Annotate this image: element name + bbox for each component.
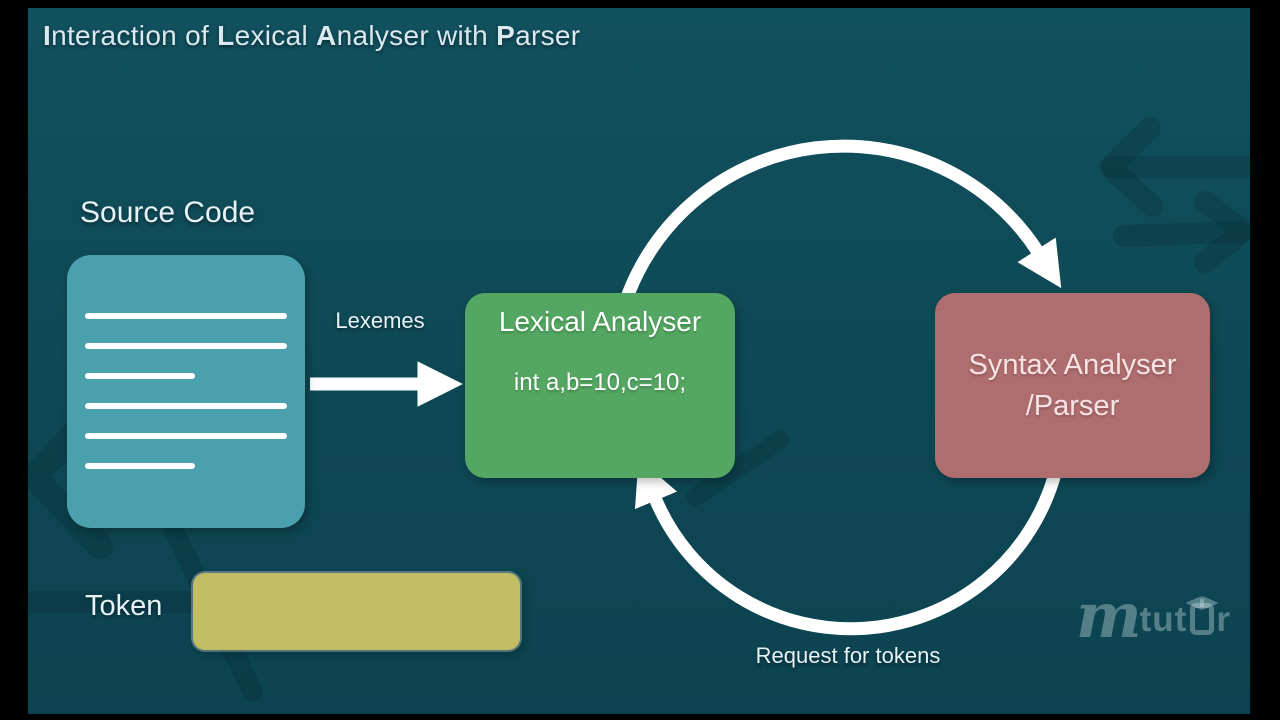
title-segment: nalyser with <box>336 20 497 51</box>
source-text-line <box>85 373 195 379</box>
source-code-label: Source Code <box>80 196 256 229</box>
title-segment: arser <box>515 20 581 51</box>
title-segment: P <box>496 20 516 51</box>
lexical-analyser-title: Lexical Analyser <box>498 306 702 337</box>
syntax-analyser-box: Syntax Analyser /Parser <box>935 293 1210 478</box>
title-segment: A <box>316 20 337 51</box>
source-text-line <box>85 433 287 439</box>
request-for-tokens-label: Request for tokens <box>755 643 941 668</box>
source-code-box <box>67 255 305 528</box>
syntax-analyser-line1: Syntax Analyser <box>968 348 1177 381</box>
source-text-line <box>85 403 287 409</box>
source-text-line <box>85 313 287 319</box>
title-segment: I <box>43 20 52 51</box>
source-text-line <box>85 343 287 349</box>
token-label: Token <box>85 590 163 622</box>
mtutor-logo: m tut r <box>1076 579 1231 652</box>
title-segment: exical <box>234 20 317 51</box>
lexemes-label: Lexemes <box>335 308 425 333</box>
title-segment: nteraction of <box>51 20 218 51</box>
page-title: Interaction of Lexical Analyser with Par… <box>43 20 580 52</box>
source-text-line <box>85 463 195 469</box>
lexical-analyser-code: int a,b=10,c=10; <box>513 369 687 396</box>
logo-letter-o-with-graduation-cap-icon <box>1185 596 1220 636</box>
logo-letter-r: r <box>1216 600 1231 640</box>
syntax-analyser-line2: /Parser <box>1025 389 1120 422</box>
logo-letter-m: m <box>1076 579 1142 652</box>
logo-text-tut: tut <box>1139 600 1188 640</box>
graduation-cap-icon <box>1185 596 1220 611</box>
title-segment: L <box>217 20 235 51</box>
lexical-analyser-box: Lexical Analyser int a,b=10,c=10; <box>465 293 735 478</box>
graduation-cap-stem-icon <box>1200 599 1205 608</box>
token-box <box>193 573 520 650</box>
